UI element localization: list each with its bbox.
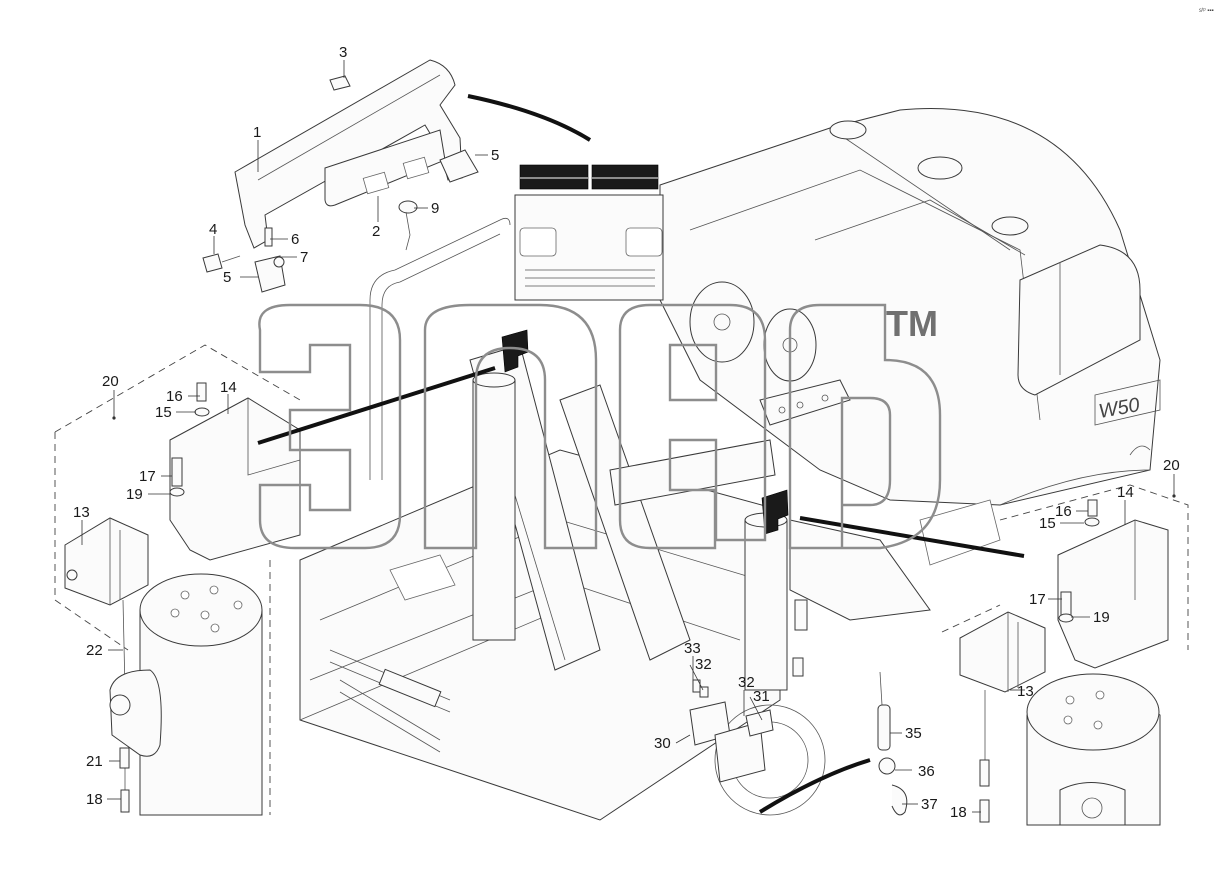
watermark-logo: TM — [258, 303, 942, 550]
callout-13-left: 13 — [73, 504, 90, 521]
callout-5-top: 5 — [491, 147, 499, 164]
callout-15-right: 15 — [1039, 515, 1056, 532]
machine-body — [299, 108, 1161, 821]
callout-19-left: 19 — [126, 486, 143, 503]
callout-9: 9 — [431, 200, 439, 217]
assembly-left — [54, 344, 301, 816]
callout-18-right: 18 — [950, 804, 967, 821]
callout-16-right: 16 — [1055, 503, 1072, 520]
callout-16-left: 16 — [166, 388, 183, 405]
callout-36: 36 — [918, 763, 935, 780]
callout-21: 21 — [86, 753, 103, 770]
callout-6: 6 — [291, 231, 299, 248]
leader-lines — [81, 60, 1176, 813]
callout-13-right: 13 — [1017, 683, 1034, 700]
callout-32-upper: 32 — [695, 656, 712, 673]
corner-note: sᵗᵖ ▪▪▪ — [1199, 7, 1214, 14]
callout-4: 4 — [209, 221, 217, 238]
watermark-tm: TM — [886, 303, 938, 344]
callout-33: 33 — [684, 640, 701, 657]
callout-31: 31 — [753, 688, 770, 705]
assembly-lower-middle — [692, 599, 908, 816]
callout-17-right: 17 — [1029, 591, 1046, 608]
callout-18-left: 18 — [86, 791, 103, 808]
assembly-top-left — [202, 59, 479, 293]
callout-14-right: 14 — [1117, 484, 1134, 501]
callout-7: 7 — [300, 249, 308, 266]
callout-17-left: 17 — [139, 468, 156, 485]
callout-32-lower: 32 — [738, 674, 755, 691]
callout-19-right: 19 — [1093, 609, 1110, 626]
callout-30: 30 — [654, 735, 671, 752]
callout-20-right: 20 — [1163, 457, 1180, 474]
callout-20-left: 20 — [102, 373, 119, 390]
callout-14-left: 14 — [220, 379, 237, 396]
callout-labels: 3 1 5 9 2 4 6 7 5 20 16 14 15 17 19 13 2… — [73, 7, 1214, 821]
callout-37: 37 — [921, 796, 938, 813]
callout-2: 2 — [372, 223, 380, 240]
callout-15-left: 15 — [155, 404, 172, 421]
callout-5-left: 5 — [223, 269, 231, 286]
callout-1: 1 — [253, 124, 261, 141]
callout-3: 3 — [339, 44, 347, 61]
assembly-right — [941, 484, 1189, 826]
callout-22: 22 — [86, 642, 103, 659]
callout-35: 35 — [905, 725, 922, 742]
